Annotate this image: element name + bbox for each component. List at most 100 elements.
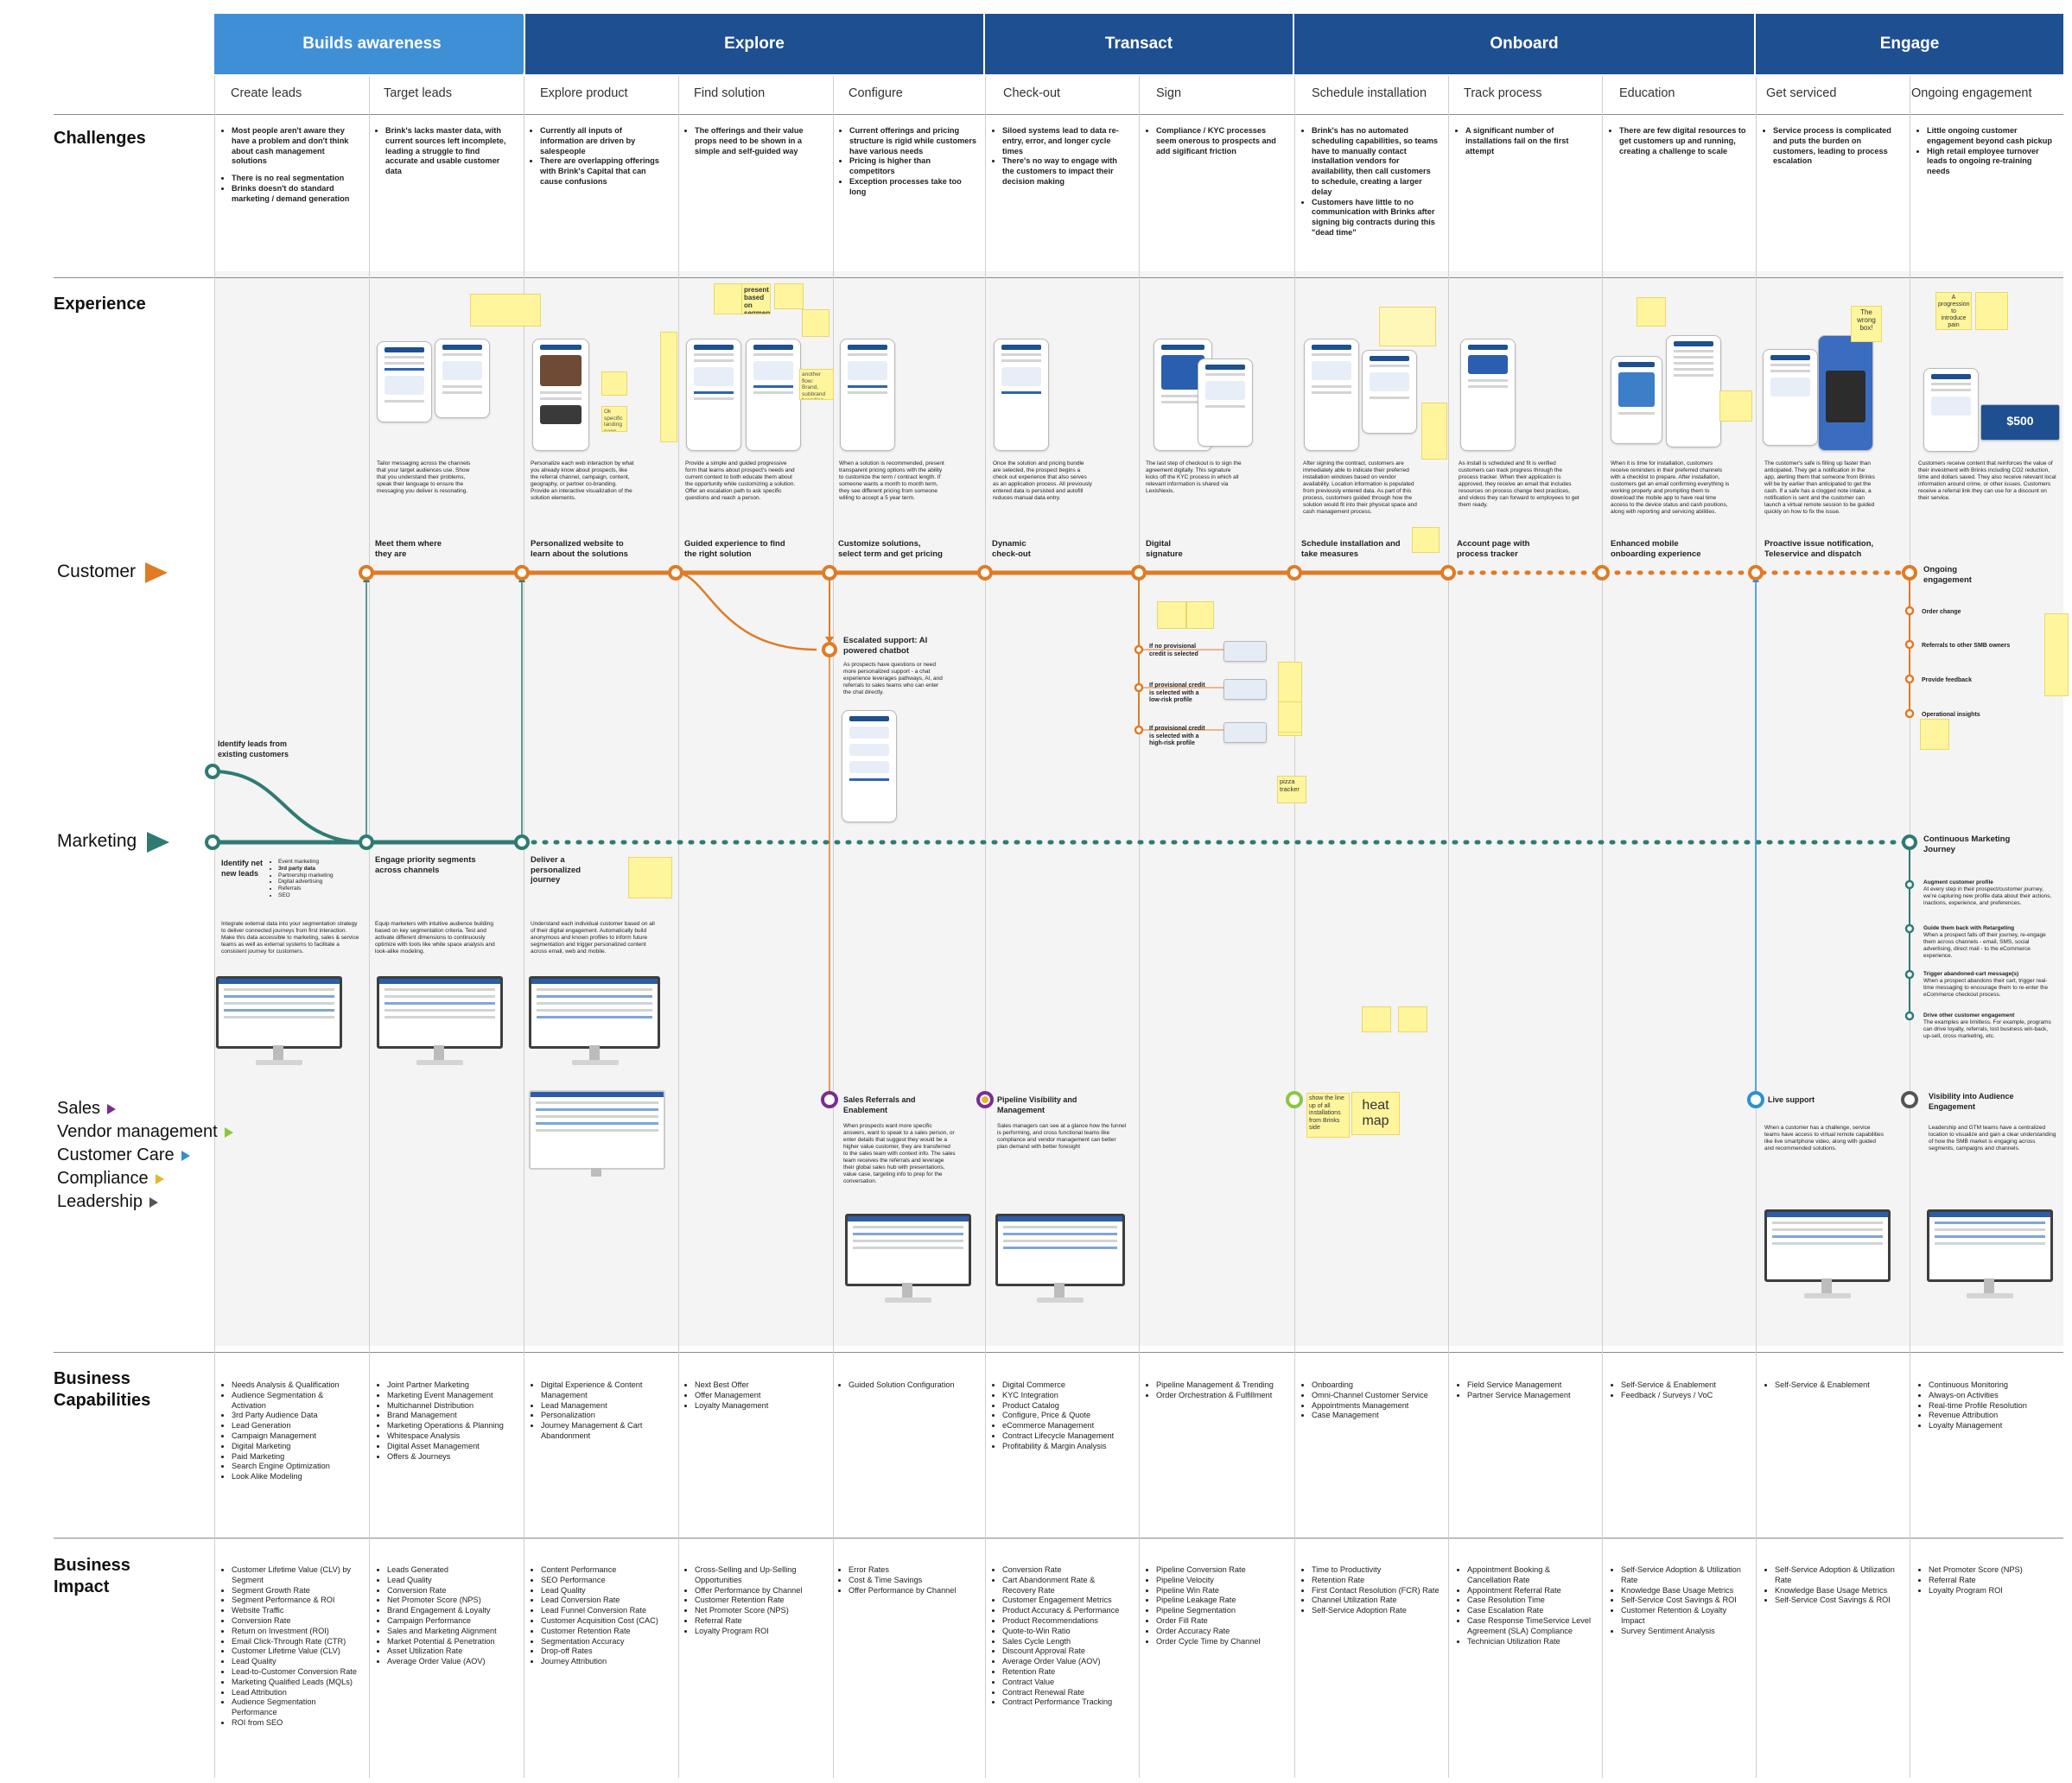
challenge-item: There are few digital resources to get c… xyxy=(1619,126,1747,156)
impact-cell: Net Promoter Score (NPS)Referral RateLoy… xyxy=(1918,1565,2056,1596)
capability-item: Whitespace Analysis xyxy=(387,1431,506,1442)
customer-node xyxy=(359,565,374,581)
stage-label: Engage xyxy=(1879,35,1940,53)
column-divider xyxy=(1448,76,1449,1778)
substage-find-solution: Find solution xyxy=(694,86,766,100)
challenge-item: There's no way to engage with the custom… xyxy=(1002,156,1130,187)
challenge-cell: Siloed systems lead to data re-entry, er… xyxy=(992,126,1130,187)
impact-item: Case Response TimeService Level Agreemen… xyxy=(1467,1616,1595,1637)
impact-item: Return on Investment (ROI) xyxy=(232,1627,359,1637)
sign-branch-node xyxy=(1134,725,1144,735)
experience-screen-mock xyxy=(1666,335,1721,447)
challenge-item: Customers have little to no communicatio… xyxy=(1312,198,1440,238)
impact-item: Lead Attribution xyxy=(232,1688,359,1698)
capability-cell: Guided Solution Configuration xyxy=(838,1380,968,1391)
sign-branch-label: If provisional credit is selected with a… xyxy=(1149,726,1205,746)
sign-branch-label: If provisional credit is selected with a… xyxy=(1149,682,1205,703)
sticky-note xyxy=(1278,701,1302,733)
impact-item: Referral Rate xyxy=(695,1616,823,1627)
impact-item: Segment Performance & ROI xyxy=(232,1596,359,1606)
capability-item: Always-on Activities xyxy=(1929,1391,2048,1401)
capability-item: Paid Marketing xyxy=(232,1452,351,1463)
capability-item: eCommerce Management xyxy=(1002,1421,1122,1431)
capability-item: Partner Service Management xyxy=(1467,1391,1586,1401)
impact-item: Loyalty Program ROI xyxy=(1929,1586,2056,1596)
stage-builds-awareness-bg xyxy=(214,14,537,74)
impact-item: Contract Performance Tracking xyxy=(1002,1697,1130,1708)
sales-node xyxy=(821,1091,838,1108)
impact-item: Contract Value xyxy=(1002,1678,1130,1688)
impact-item: Drop-off Rates xyxy=(541,1647,669,1657)
stage-transact[interactable]: Transact xyxy=(985,14,1293,74)
continuous-step-title: Drive other customer engagement xyxy=(1923,1012,2015,1018)
impact-item: Order Fill Rate xyxy=(1156,1616,1284,1627)
experience-description: After signing the contract, customers ar… xyxy=(1303,460,1417,515)
capability-cell: Joint Partner MarketingMarketing Event M… xyxy=(377,1380,506,1462)
care-node xyxy=(1747,1091,1764,1108)
impact-item: Asset Utilization Rate xyxy=(387,1647,515,1657)
capability-item: Field Service Management xyxy=(1467,1380,1586,1391)
impact-item: Channel Utilization Rate xyxy=(1312,1596,1440,1606)
impact-item: Discount Approval Rate xyxy=(1002,1647,1130,1657)
capability-cell: Self-Service & Enablement xyxy=(1764,1380,1894,1391)
capability-item: Omni-Channel Customer Service xyxy=(1312,1391,1431,1401)
dashboard-monitor xyxy=(845,1214,971,1307)
impact-item: Survey Sentiment Analysis xyxy=(1621,1627,1749,1637)
ongoing-step-label: Provide feedback xyxy=(1922,677,1972,683)
sticky-note-cluster xyxy=(1379,307,1436,346)
experience-screen-mock xyxy=(1362,350,1417,434)
stage-builds-awareness[interactable]: Builds awareness xyxy=(214,14,530,74)
customer-node-label: Digital signature xyxy=(1146,539,1183,559)
impact-cell: Time to ProductivityRetention RateFirst … xyxy=(1301,1565,1440,1616)
customer-node-label: Schedule installation and take measures xyxy=(1301,539,1401,559)
capability-item: Loyalty Management xyxy=(1929,1421,2048,1431)
marketing-node-label: Engage priority segments across channels xyxy=(375,855,476,875)
continuous-step-node xyxy=(1904,879,1915,890)
capability-cell: Digital Experience & Content ManagementL… xyxy=(531,1380,660,1442)
lead-source: Referrals xyxy=(278,885,347,892)
column-divider xyxy=(1602,76,1603,1778)
impact-cell: Error RatesCost & Time SavingsOffer Perf… xyxy=(838,1565,976,1596)
experience-screen-mock xyxy=(994,339,1049,451)
experience-screen-mock xyxy=(435,339,490,418)
lead-source: Event marketing xyxy=(278,859,347,866)
capability-item: Offers & Journeys xyxy=(387,1452,506,1463)
dashboard-monitor xyxy=(1764,1209,1891,1303)
challenge-cell: Brink's lacks master data, with current … xyxy=(375,126,513,177)
column-divider xyxy=(1294,76,1295,1778)
impact-item: Self-Service Cost Savings & ROI xyxy=(1621,1596,1749,1606)
stage-divider xyxy=(524,14,525,74)
stage-explore[interactable]: Explore xyxy=(525,14,983,74)
capability-item: Guided Solution Configuration xyxy=(849,1380,968,1391)
impact-cell: Appointment Booking & Cancellation RateA… xyxy=(1457,1565,1595,1647)
stage-engage[interactable]: Engage xyxy=(1756,14,2063,74)
substage-get-serviced: Get serviced xyxy=(1766,86,1837,100)
impact-item: Net Promoter Score (NPS) xyxy=(387,1596,515,1606)
stage-label: Transact xyxy=(1104,35,1173,53)
capability-item: Appointments Management xyxy=(1312,1401,1431,1412)
lane-label-customer: Customer xyxy=(57,562,137,581)
experience-screen-mock xyxy=(1611,356,1662,444)
customer-node xyxy=(1287,565,1302,581)
impact-item: Average Order Value (AOV) xyxy=(387,1657,515,1667)
customer-node-label: Account page with process tracker xyxy=(1457,539,1530,559)
stage-onboard[interactable]: Onboard xyxy=(1294,14,1754,74)
challenge-item: Brink's lacks master data, with current … xyxy=(385,126,513,177)
impact-item: Conversion Rate xyxy=(232,1616,359,1627)
lane-label-vendor: Vendor management xyxy=(57,1120,233,1144)
substage-create-leads: Create leads xyxy=(231,86,302,100)
dashboard-monitor xyxy=(995,1214,1125,1307)
capability-item: Feedback / Surveys / VoC xyxy=(1621,1391,1740,1401)
impact-item: Email Click-Through Rate (CTR) xyxy=(232,1637,359,1647)
impact-item: Website Traffic xyxy=(232,1606,359,1616)
sticky-note: A progression to introduce pain xyxy=(1935,292,1972,330)
sign-branch-node xyxy=(1134,644,1144,655)
dashboard-monitor xyxy=(529,976,660,1069)
impact-item: Self-Service Adoption & Utilization Rate xyxy=(1775,1565,1903,1586)
sticky-note xyxy=(1719,390,1752,422)
sticky-note xyxy=(628,857,672,898)
experience-description: Tailor messaging across the channels tha… xyxy=(377,460,471,494)
experience-description: When a solution is recommended, present … xyxy=(839,460,944,501)
marketing-node-label: Continuous Marketing Journey xyxy=(1923,834,2011,854)
